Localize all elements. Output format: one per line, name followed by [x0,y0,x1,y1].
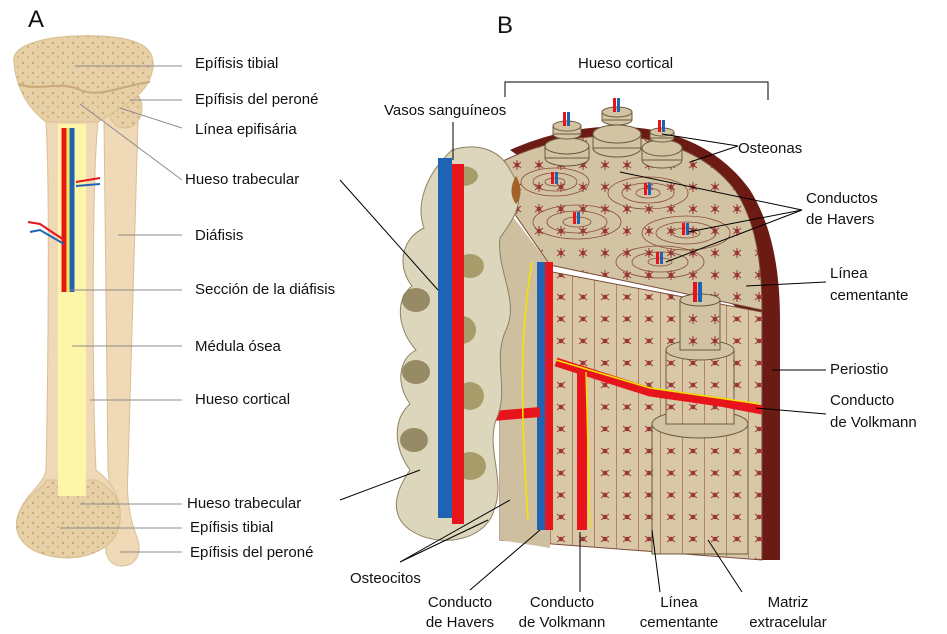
label-bottom-volkmann-1: Conducto [514,594,610,612]
label-hueso-cortical-b: Hueso cortical [578,55,673,73]
trabecular-hole-7 [400,428,428,452]
label-conductos-havers-2: de Havers [806,211,874,229]
label-diafisis: Diáfisis [195,227,243,245]
trabecular-artery [452,164,464,524]
trabecular-hole-2 [402,288,430,312]
label-epifisis-tibial-top: Epífisis tibial [195,55,278,73]
front-vertical-artery [545,262,553,530]
label-linea-cementante-2: cementante [830,287,908,305]
label-epifisis-tibial-bottom: Epífisis tibial [190,519,273,537]
label-bottom-linea-2: cementante [632,614,726,632]
panel-letter-a: A [28,6,44,34]
label-epifisis-perone-top: Epífisis del peroné [195,91,318,109]
label-hueso-cortical-a: Hueso cortical [195,391,290,409]
label-hueso-trabecular-bottom: Hueso trabecular [187,495,301,513]
bracket-hueso-cortical [505,82,768,100]
trabecular-vein [438,158,452,518]
label-linea-cementante-1: Línea [830,265,868,283]
label-bottom-matriz-1: Matriz [738,594,838,612]
front-vertical-vein [537,262,545,530]
label-hueso-trabecular-top: Hueso trabecular [185,171,299,189]
panel-letter-b: B [497,12,513,40]
panel-a-bones [14,36,153,566]
label-bottom-havers-2: de Havers [418,614,502,632]
label-medula-osea: Médula ósea [195,338,281,356]
label-bottom-volkmann-2: de Volkmann [514,614,610,632]
trabecular-hole-5 [402,360,430,384]
label-osteocitos: Osteocitos [350,570,421,588]
label-linea-epifisaria: Línea epifisária [195,121,297,139]
label-conducto-volkmann-1: Conducto [830,392,894,410]
label-conducto-volkmann-2: de Volkmann [830,414,917,432]
label-seccion-diafisis: Sección de la diáfisis [195,281,335,299]
label-bottom-matriz-2: extracelular [738,614,838,632]
label-conductos-havers-1: Conductos [806,190,878,208]
label-epifisis-perone-bottom: Epífisis del peroné [190,544,313,562]
label-bottom-linea-1: Línea [632,594,726,612]
label-vasos-sanguineos: Vasos sanguíneos [384,102,506,120]
label-osteonas: Osteonas [738,140,802,158]
label-bottom-havers-1: Conducto [418,594,502,612]
label-periostio: Periostio [830,361,888,379]
